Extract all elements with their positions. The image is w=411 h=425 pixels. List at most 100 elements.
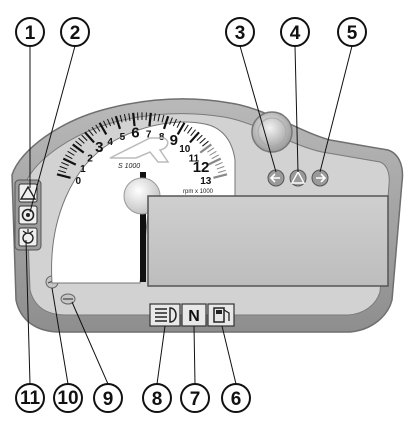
tachometer-tick-label: 12 (193, 159, 210, 176)
svg-text:5: 5 (347, 23, 358, 44)
callout-4: 4 (280, 17, 310, 47)
svg-text:11: 11 (20, 388, 41, 409)
tachometer-tick-label: 10 (179, 144, 191, 155)
tachometer-major-tick (199, 143, 212, 154)
tachometer-minor-tick (111, 117, 115, 125)
tachometer-needle (140, 172, 146, 282)
callout-8: 8 (142, 383, 172, 413)
tachometer-minor-tick (161, 114, 165, 123)
tachometer-major-tick (98, 122, 108, 135)
tachometer-major-tick (114, 115, 122, 130)
tachometer-minor-tick (69, 147, 77, 153)
tachometer-major-tick (189, 131, 200, 144)
tachometer-tick-label: 1 (80, 164, 86, 175)
callout-1: 1 (15, 17, 45, 47)
tachometer-minor-tick (67, 150, 75, 156)
callout-10: 10 (53, 383, 83, 413)
tachometer-minor-tick (75, 140, 82, 147)
tachometer-tick-label: 13 (200, 176, 212, 187)
callout-11: 11 (15, 383, 45, 413)
tachometer-major-tick (56, 173, 71, 179)
tachometer-minor-tick (207, 147, 215, 153)
hazard-warning-icon (289, 169, 307, 187)
tachometer-minor-tick (215, 161, 223, 166)
tachometer-tick-label: 3 (95, 139, 103, 156)
tachometer-minor-tick (59, 165, 68, 170)
tachometer-major-tick (72, 143, 85, 154)
turn-left-indicator-icon (267, 169, 285, 187)
tachometer-minor-tick (103, 120, 108, 128)
tachometer-ticks (56, 112, 228, 179)
callout-9: 9 (93, 383, 123, 413)
tachometer-tick-label: 7 (146, 130, 152, 141)
tachometer-minor-tick (91, 126, 97, 134)
tachometer-tick-label: 9 (170, 132, 178, 149)
svg-text:10: 10 (57, 388, 78, 409)
tachometer-minor-tick (169, 117, 173, 125)
tachometer-minor-tick (190, 129, 196, 137)
neutral-indicator-label: N (188, 308, 200, 325)
callout-leader-lines (25, 45, 353, 385)
svg-text:4: 4 (290, 23, 301, 44)
tachometer-major-tick (148, 112, 152, 127)
tachometer-minor-tick (95, 124, 101, 132)
tachometer-minor-tick (107, 118, 112, 127)
callout-3: 3 (225, 17, 255, 47)
bottom-indicator-strip: N (149, 303, 235, 327)
tachometer-minor-tick (211, 154, 219, 160)
tachometer-major-tick (132, 112, 136, 127)
tachometer-minor-tick (216, 165, 225, 170)
turn-right-indicator-icon (311, 169, 329, 187)
svg-text:7: 7 (190, 389, 201, 410)
svg-text:3: 3 (235, 23, 246, 44)
tachometer-minor-tick (176, 120, 181, 128)
tachometer-tick-label: 11 (189, 153, 200, 164)
tachometer-minor-tick (172, 118, 177, 127)
tachometer-minor-tick (217, 169, 226, 174)
engine-warning-icon (60, 293, 76, 305)
tachometer-minor-tick (123, 113, 127, 122)
tachometer-minor-tick (65, 154, 73, 160)
tachometer-minor-tick (157, 113, 161, 122)
tachometer-minor-tick (58, 169, 67, 174)
tachometer-tick-label: 6 (131, 125, 139, 142)
svg-text:1: 1 (25, 23, 36, 44)
callout-2: 2 (60, 17, 90, 47)
tyre-pressure-icon (18, 227, 38, 247)
tachometer-minor-tick (78, 137, 85, 144)
tachometer-minor-tick (209, 150, 217, 156)
callout-5: 5 (337, 17, 367, 47)
lcd-display (147, 195, 389, 287)
abs-icon (18, 205, 38, 225)
svg-text:6: 6 (231, 389, 242, 410)
callout-7: 7 (180, 383, 210, 413)
tachometer-minor-tick (81, 134, 88, 142)
tachometer-tick-label: 4 (107, 137, 113, 148)
svg-text:2: 2 (70, 23, 81, 44)
tachometer-minor-tick (202, 140, 209, 147)
tachometer-minor-tick (119, 114, 123, 123)
callout-6: 6 (221, 383, 251, 413)
tachometer-tick-label: 0 (75, 176, 81, 187)
warning-triangle-icon (18, 183, 38, 203)
tachometer-major-tick (62, 157, 77, 166)
tachometer-major-tick (162, 115, 170, 130)
brand-logo-text: S 1000 (118, 163, 140, 170)
rpm-unit-label: rpm x 1000 (183, 189, 214, 195)
tachometer-major-tick (84, 131, 95, 144)
tachometer-minor-tick (153, 113, 156, 121)
svg-text:8: 8 (152, 389, 163, 410)
tachometer-major-tick (213, 173, 228, 179)
r-logo (109, 137, 170, 163)
tachometer-tick-label: 5 (120, 132, 126, 143)
tachometer-minor-tick (128, 113, 131, 121)
tachometer-minor-tick (199, 137, 206, 144)
tachometer-major-tick (176, 122, 186, 135)
tachometer-minor-tick (61, 161, 69, 166)
tachometer-minor-tick (187, 126, 193, 134)
tachometer-minor-tick (183, 124, 189, 132)
svg-text:9: 9 (103, 389, 114, 410)
tachometer-minor-tick (196, 134, 203, 142)
